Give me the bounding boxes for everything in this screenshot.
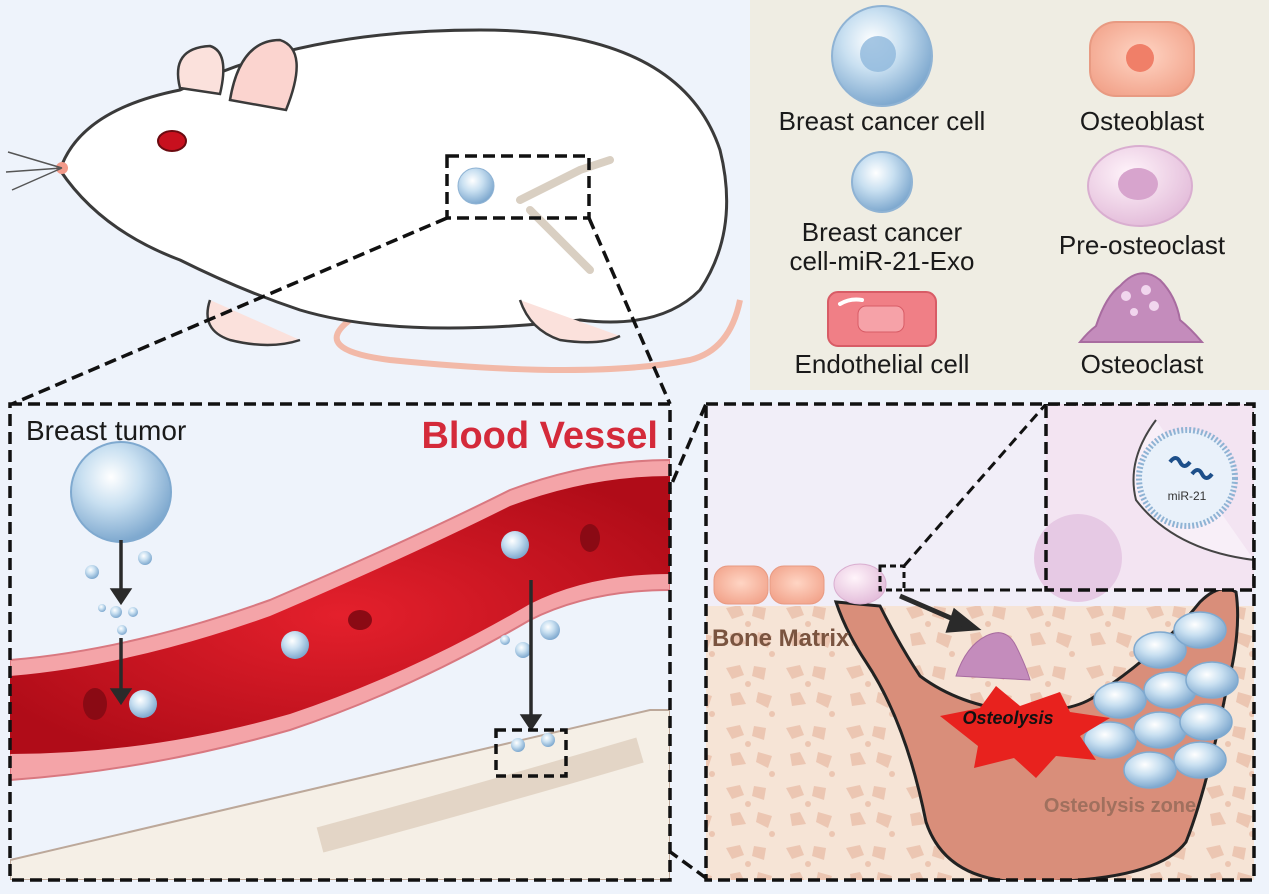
osteoclast-icon — [1077, 272, 1205, 343]
exosome-icon — [851, 151, 913, 213]
legend-label-osteoblast: Osteoblast — [1080, 106, 1205, 136]
breast-tumor-label: Breast tumor — [26, 415, 186, 446]
exosome-vesicle — [1136, 427, 1238, 529]
red-blood-cell — [348, 610, 372, 630]
exosome-stream — [85, 551, 560, 752]
blood-vessel-title: Blood Vessel — [421, 415, 658, 457]
mirna-label: miR-21 — [1168, 489, 1207, 503]
bone-matrix-label: Bone Matrix — [712, 625, 850, 652]
tumor-zoom-box — [445, 154, 591, 220]
bone-shaft — [10, 709, 670, 880]
osteoclast — [955, 632, 1031, 681]
tumor-site-icon — [457, 167, 495, 205]
bone-panel-border — [704, 402, 1256, 882]
cancer-cell-cluster — [1083, 611, 1239, 789]
exosome — [281, 631, 309, 659]
legend-label-breast-cancer-cell: Breast cancer cell — [779, 106, 986, 136]
osteoblast-icon — [1089, 21, 1195, 97]
inset-border — [1044, 404, 1254, 592]
inset-zoom-box — [878, 564, 906, 592]
migration-arrows — [109, 540, 543, 732]
osteoblast — [769, 565, 825, 605]
osteolysis-label: Osteolysis — [962, 708, 1053, 728]
mirna-strand-icon — [1190, 468, 1214, 480]
pre-osteoclast — [833, 563, 887, 605]
bone-panel: miR-21 Bone Matrix Osteolysis Osteolysis… — [704, 402, 1256, 882]
mouse-illustration — [5, 28, 743, 373]
pre-osteoclast-icon — [1087, 145, 1193, 227]
vessel-panel-border — [8, 402, 672, 882]
vessel-panel: Breast tumor Blood Vessel — [8, 402, 672, 882]
legend-label-osteoclast: Osteoclast — [1081, 349, 1205, 379]
inset-nucleus — [1034, 514, 1122, 602]
exosome — [129, 690, 157, 718]
exosome — [501, 531, 529, 559]
invasion-arrow — [899, 593, 982, 633]
mirna-strand-icon — [1168, 456, 1192, 468]
legend-panel: Breast cancer cell Osteoblast Breast can… — [750, 0, 1269, 390]
endothelial-cell-icon — [827, 291, 937, 347]
legend-label-pre-osteoclast: Pre-osteoclast — [1059, 230, 1226, 260]
legend-label-exosome-line1: Breast cancer — [802, 217, 963, 247]
breast-tumor-icon — [70, 441, 172, 543]
bone-zoom-box — [494, 728, 568, 778]
red-blood-cell — [83, 688, 107, 720]
osteolysis-burst-icon — [940, 686, 1110, 778]
osteoblast — [713, 565, 769, 605]
legend-label-endothelial-cell: Endothelial cell — [795, 349, 970, 379]
osteolysis-zone-label: Osteolysis zone — [1044, 795, 1196, 817]
red-blood-cell — [580, 524, 600, 552]
breast-cancer-cell-icon — [831, 5, 933, 107]
legend-label-exosome-line2: cell-miR-21-Exo — [790, 246, 975, 276]
